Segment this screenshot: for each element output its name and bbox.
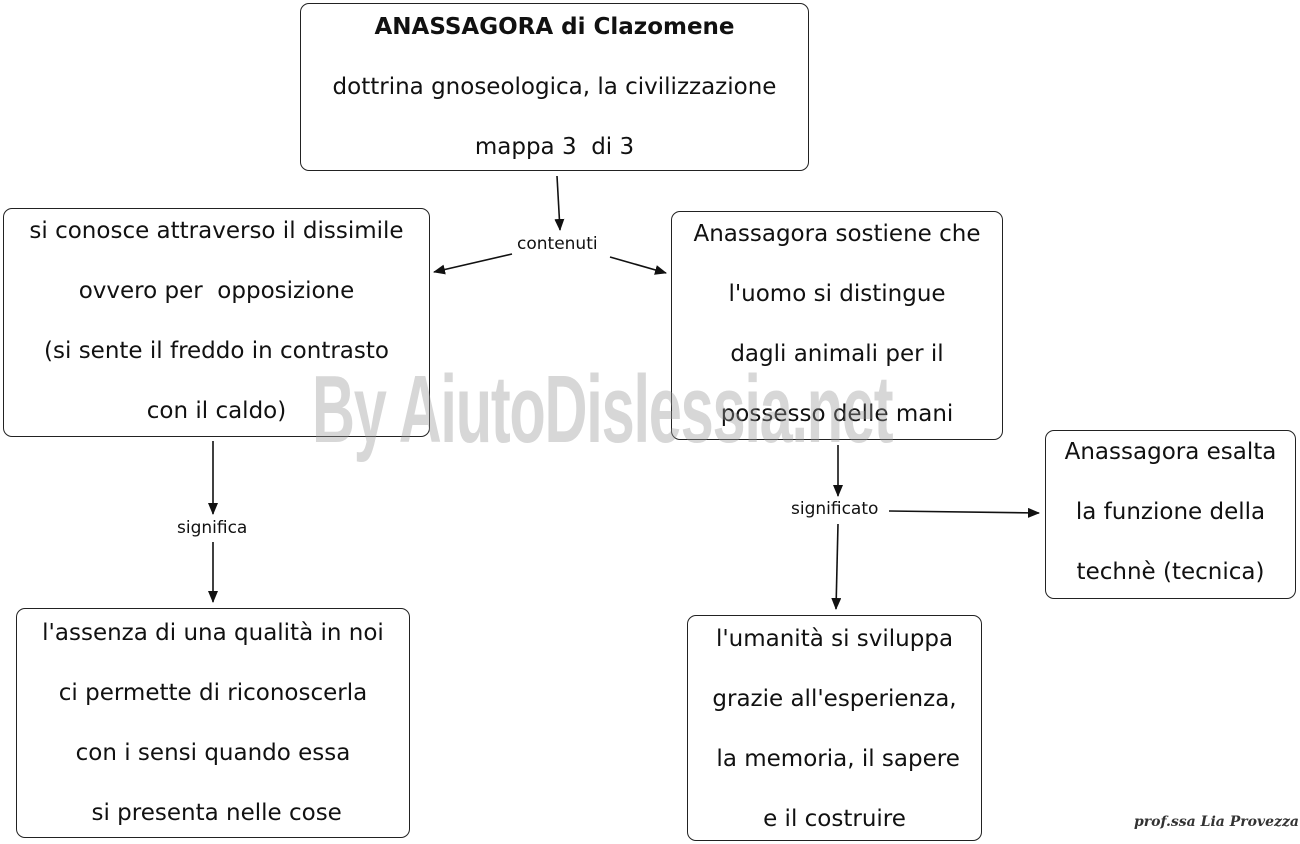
header-node: ANASSAGORA di Clazomene dottrina gnoseol… (300, 3, 809, 171)
arrow-significato-to-far-right (888, 507, 1040, 518)
right-node-line: Anassagora sostiene che (693, 221, 981, 247)
right-node-line: dagli animali per il (730, 341, 944, 367)
right-node-line: possesso delle mani (720, 401, 954, 427)
author-signature: prof.ssa Lia Provezza (1134, 814, 1299, 830)
map-page-indicator: mappa 3 di 3 (474, 134, 635, 160)
bottom-left-node: l'assenza di una qualità in noi ci perme… (16, 608, 410, 838)
right-node-line: l'uomo si distingue (728, 281, 946, 307)
bottom-right-node-line: e il costruire (763, 806, 906, 832)
bottom-right-node-line: la memoria, il sapere (709, 746, 960, 772)
far-right-node: Anassagora esalta la funzione della tech… (1045, 430, 1296, 599)
far-right-node-line: technè (tecnica) (1076, 559, 1265, 585)
right-node: Anassagora sostiene che l'uomo si distin… (671, 211, 1003, 440)
map-subtitle: dottrina gnoseologica, la civilizzazione (332, 74, 777, 100)
link-label-contenuti: contenuti (517, 234, 598, 254)
bottom-left-node-line: con i sensi quando essa (75, 740, 351, 766)
bottom-left-node-line: l'assenza di una qualità in noi (42, 620, 384, 646)
bottom-right-node-line: l'umanità si sviluppa (715, 626, 954, 652)
bottom-right-node: l'umanità si sviluppa grazie all'esperie… (687, 615, 982, 841)
left-node-line: (si sente il freddo in contrasto (44, 338, 389, 364)
left-node: si conosce attraverso il dissimile ovver… (3, 208, 430, 437)
left-node-line: si conosce attraverso il dissimile (29, 218, 404, 244)
left-node-line: con il caldo) (146, 398, 287, 424)
arrow-contenuti-to-right (609, 256, 667, 275)
link-label-significa: significa (177, 518, 248, 538)
bottom-left-node-line: si presenta nelle cose (84, 800, 342, 826)
far-right-node-line: la funzione della (1075, 499, 1266, 525)
bottom-left-node-line: ci permette di riconoscerla (58, 680, 368, 706)
far-right-node-line: Anassagora esalta (1064, 439, 1277, 465)
arrow-header-to-contenuti (554, 175, 565, 231)
left-node-line: ovvero per opposizione (78, 278, 355, 304)
arrow-significato-to-bottom-right (831, 523, 842, 610)
arrow-contenuti-to-left (433, 253, 513, 275)
bottom-right-node-line: grazie all'esperienza, (712, 686, 957, 712)
watermark-text: By AiutoDislessia.net (312, 356, 894, 463)
link-label-significato: significato (791, 499, 879, 519)
map-title: ANASSAGORA di Clazomene (374, 14, 735, 40)
